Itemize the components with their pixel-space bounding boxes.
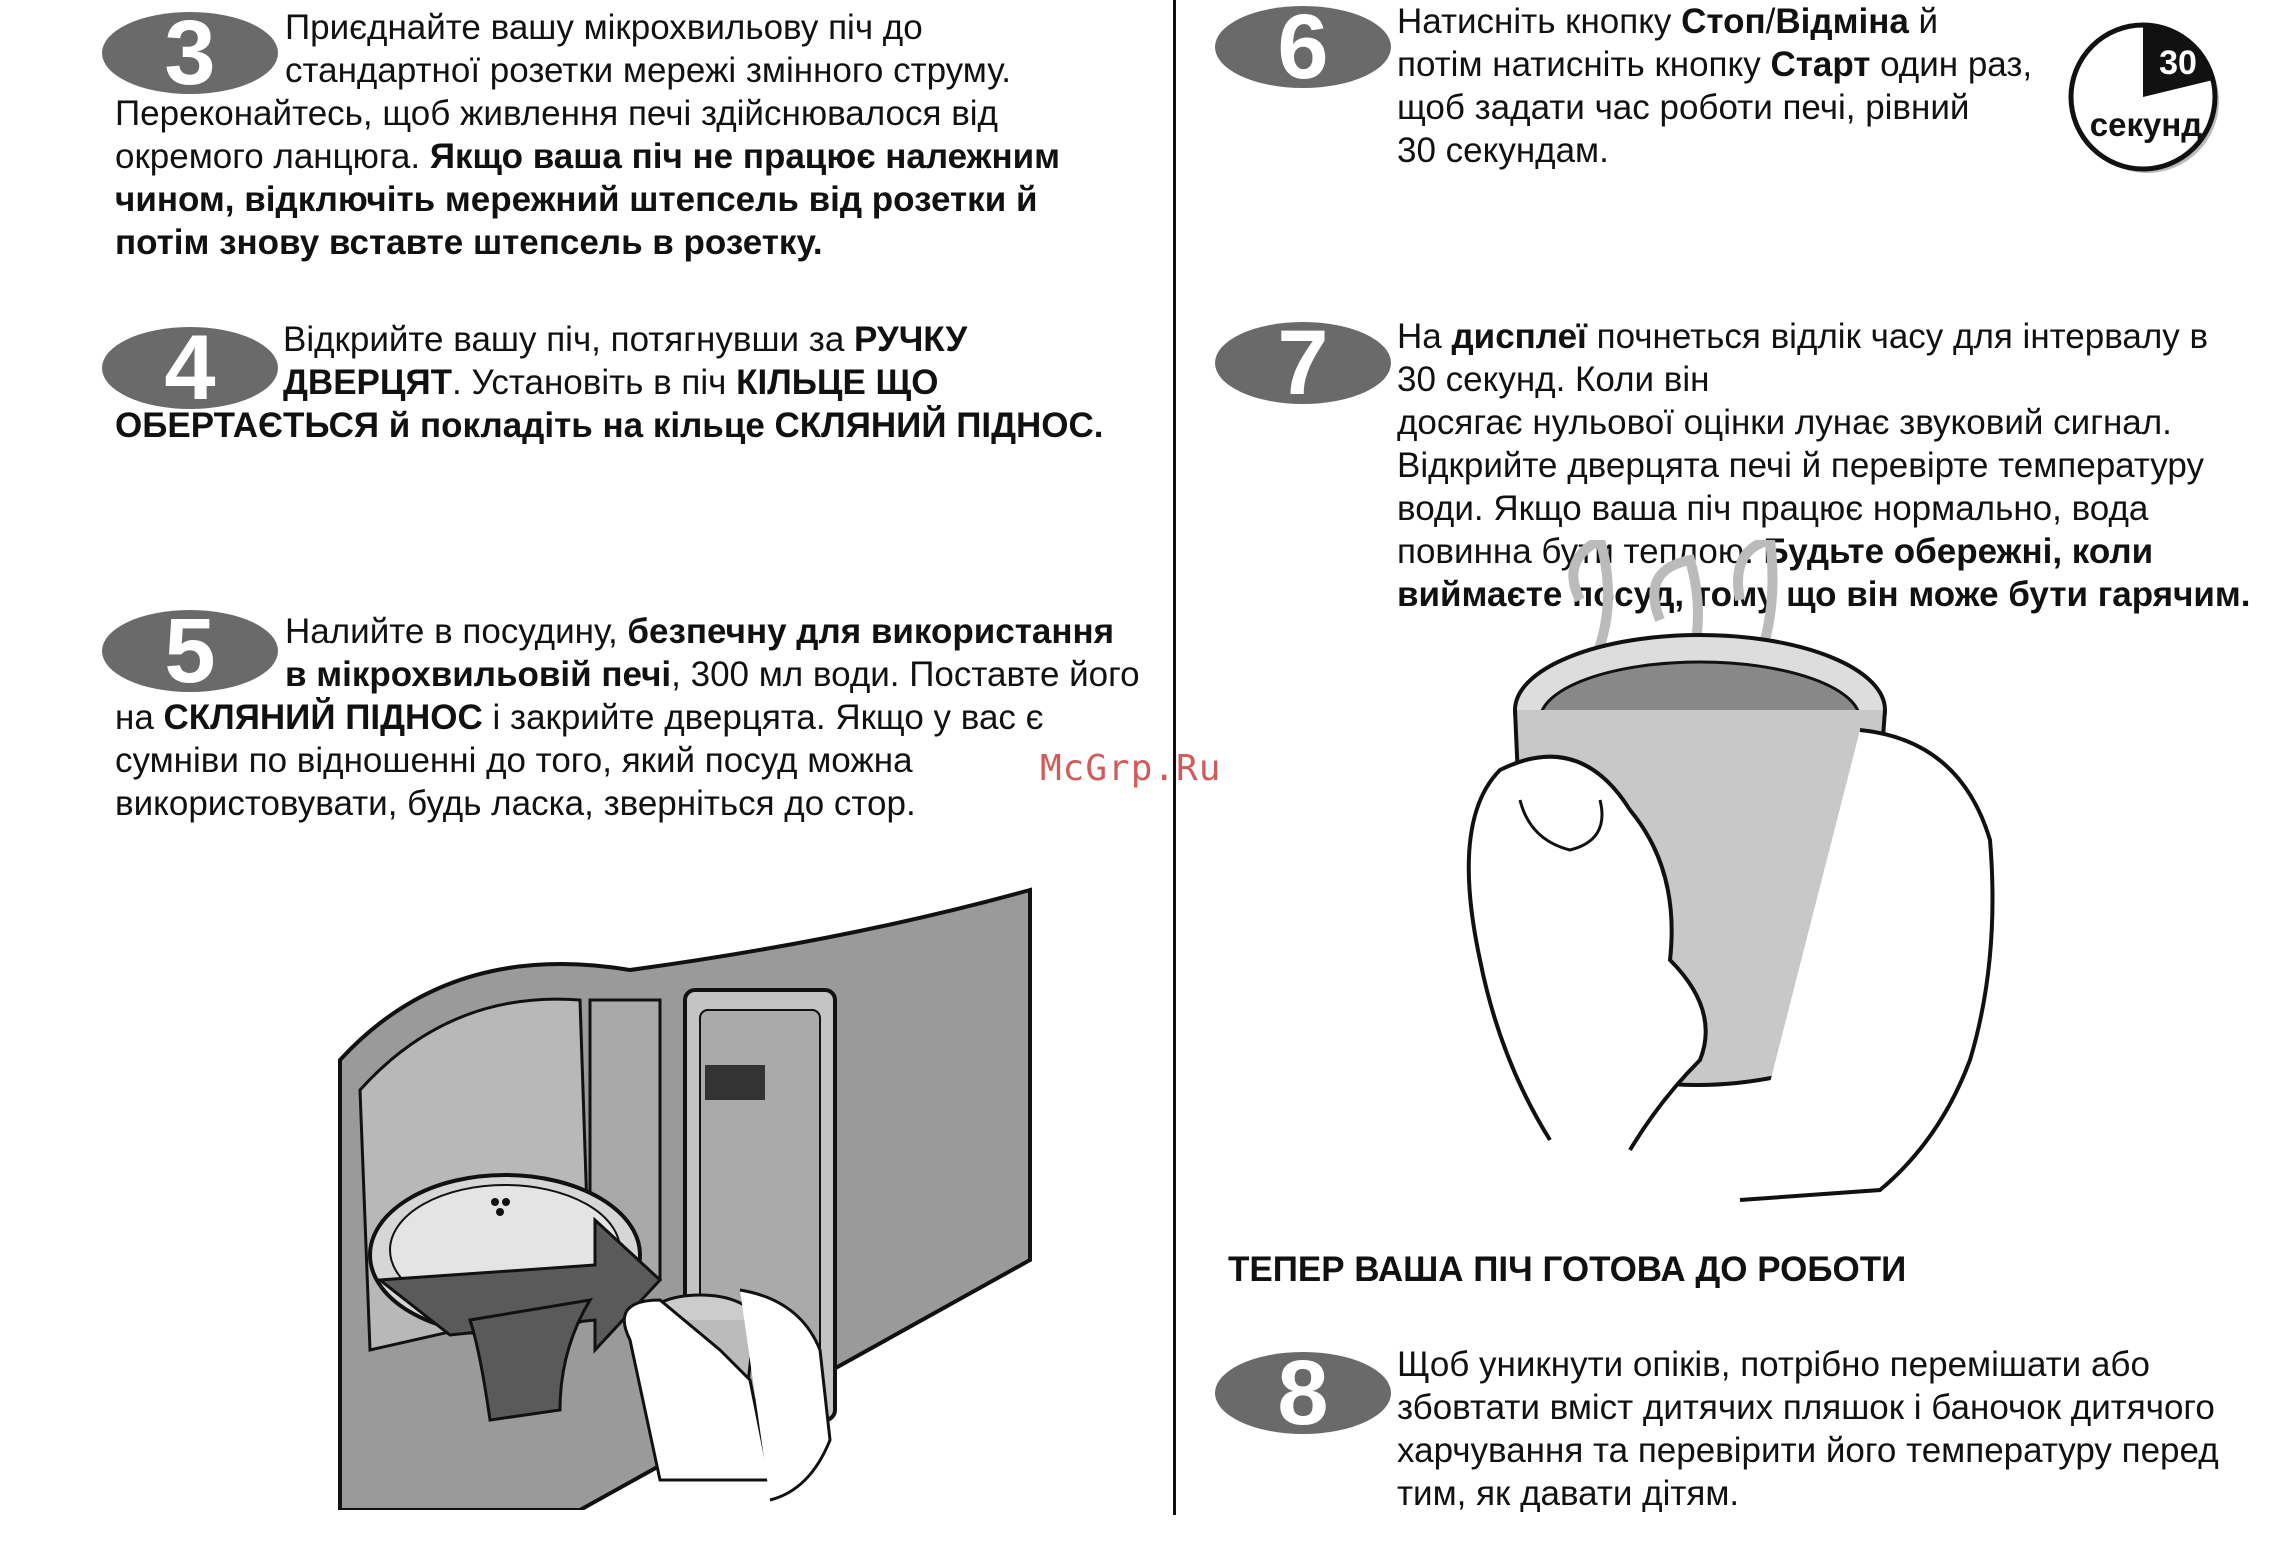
step-text-line: потім натисніть кнопку Старт один раз, <box>1397 43 2032 86</box>
ready-heading: ТЕПЕР ВАША ПІЧ ГОТОВА ДО РОБОТИ <box>1228 1250 1907 1289</box>
step-badge-4: 4 <box>100 325 280 411</box>
step-7-text: На дисплеї почнеться відлік часу для інт… <box>1397 315 2251 616</box>
step-badge-5: 5 <box>100 608 280 694</box>
text-segment: 30 секундам. <box>1397 131 1609 170</box>
text-segment: ДВЕРЦЯТ <box>283 363 453 402</box>
text-segment: харчування та перевірити його температур… <box>1397 1431 2219 1470</box>
text-segment: , 300 мл води. Поставте його <box>671 655 1140 694</box>
text-segment: води. Якщо ваша піч працює нормально, во… <box>1397 489 2149 528</box>
timer-30-seconds-icon: 30 секунд <box>2066 18 2224 176</box>
svg-text:30: 30 <box>2159 44 2197 82</box>
text-segment: і закрийте дверцята. Якщо у вас є <box>482 698 1044 737</box>
step-text-line: 30 секундам. <box>1397 129 2032 172</box>
hot-cup-hand-illustration <box>1440 532 2020 1220</box>
step-8-text: Щоб уникнути опіків, потрібно перемішати… <box>1397 1343 2219 1515</box>
text-segment: безпечну для використання <box>627 612 1115 651</box>
step-text-line: тим, як давати дітям. <box>1397 1472 2219 1515</box>
step-text-line: чином, відключіть мережний штепсель від … <box>115 178 1060 221</box>
text-segment: Відкрийте вашу піч, потягнувши за <box>283 320 855 359</box>
step-text-line: Налийте в посудину, безпечну для викорис… <box>115 610 1140 653</box>
text-segment: Будьте обережні, коли <box>1763 532 2154 571</box>
text-segment: використовувати, будь ласка, зверніться … <box>115 784 916 823</box>
step-text-line: ОБЕРТАЄТЬСЯ й покладіть на кільце СКЛЯНИ… <box>115 404 1104 447</box>
step-text-line: Переконайтесь, щоб живлення печі здійсню… <box>115 92 1060 135</box>
svg-text:7: 7 <box>1277 320 1328 406</box>
step-text-line: Натисніть кнопку Стоп/Відміна й <box>1397 0 2032 43</box>
text-segment: . Установіть в піч <box>452 363 737 402</box>
text-segment: один раз, <box>1870 45 2033 84</box>
text-segment: сумніви по відношенні до того, який посу… <box>115 741 913 780</box>
text-segment: На <box>1397 317 1452 356</box>
step-text-line: води. Якщо ваша піч працює нормально, во… <box>1397 487 2251 530</box>
text-segment: стандартної розетки мережі змінного стру… <box>285 51 1011 90</box>
column-divider <box>1173 0 1176 1515</box>
text-segment: виймаєте посуд, тому що він може бути га… <box>1397 575 2251 614</box>
text-segment: потім натисніть кнопку <box>1397 45 1771 84</box>
text-segment: ОБЕРТАЄТЬСЯ й покладіть на кільце СКЛЯНИ… <box>115 406 1104 445</box>
step-text-line: досягає нульової оцінки лунає звуковий с… <box>1397 401 2251 444</box>
svg-text:4: 4 <box>164 325 215 411</box>
text-segment: Якщо ваша піч не працює належним <box>429 137 1061 176</box>
svg-text:8: 8 <box>1277 1350 1328 1436</box>
svg-text:секунд: секунд <box>2090 106 2203 143</box>
text-segment: Приєднайте вашу мікрохвильову піч до <box>285 8 923 47</box>
text-segment: чином, відключіть мережний штепсель від … <box>115 180 1038 219</box>
step-3-text: Приєднайте вашу мікрохвильову піч до стан… <box>115 6 1060 264</box>
text-segment: Відкрийте дверцята печі й перевірте темп… <box>1397 446 2204 485</box>
step-text-line: 30 секунд. Коли він <box>1397 358 2251 401</box>
text-segment: тим, як давати дітям. <box>1397 1474 1740 1513</box>
text-segment: щоб задати час роботи печі, рівний <box>1397 88 1970 127</box>
step-text-line: використовувати, будь ласка, зверніться … <box>115 782 1140 825</box>
svg-text:6: 6 <box>1277 4 1328 90</box>
text-segment: СКЛЯНИЙ ПІДНОС <box>163 698 483 737</box>
text-segment: РУЧКУ <box>854 320 968 359</box>
step-text-line: окремого ланцюга. Якщо ваша піч не працю… <box>115 135 1060 178</box>
step-text-line: в мікрохвильовій печі, 300 мл води. Пост… <box>115 653 1140 696</box>
text-segment: потім знову вставте штепсель в розетку. <box>115 223 823 262</box>
text-segment: / <box>1765 2 1776 41</box>
text-segment: Старт <box>1770 45 1871 84</box>
text-segment: окремого ланцюга. <box>115 137 430 176</box>
step-text-line: на СКЛЯНИЙ ПІДНОС і закрийте дверцята. Я… <box>115 696 1140 739</box>
text-segment: дисплеї <box>1451 317 1587 356</box>
text-segment: почнеться відлік часу для інтервалу в <box>1586 317 2209 356</box>
step-text-line: щоб задати час роботи печі, рівний <box>1397 86 2032 129</box>
text-segment: досягає нульової оцінки лунає звуковий с… <box>1397 403 2172 442</box>
text-segment: Переконайтесь, щоб живлення печі здійсню… <box>115 94 998 133</box>
svg-text:5: 5 <box>164 608 215 694</box>
svg-text:3: 3 <box>164 10 215 96</box>
step-text-line: Відкрийте дверцята печі й перевірте темп… <box>1397 444 2251 487</box>
step-text-line: харчування та перевірити його температур… <box>1397 1429 2219 1472</box>
text-segment: Налийте в посудину, <box>285 612 628 651</box>
step-text-line: ДВЕРЦЯТ. Установіть в піч КІЛЬЦЕ ЩО <box>115 361 1104 404</box>
step-text-line: Відкрийте вашу піч, потягнувши за РУЧКУ <box>115 318 1104 361</box>
step-text-line: Щоб уникнути опіків, потрібно перемішати… <box>1397 1343 2219 1386</box>
step-5-text: Налийте в посудину, безпечну для викорис… <box>115 610 1140 825</box>
text-segment: КІЛЬЦЕ ЩО <box>736 363 939 402</box>
step-text-line: потім знову вставте штепсель в розетку. <box>115 221 1060 264</box>
text-segment: Відміна <box>1775 2 1909 41</box>
text-segment: на <box>115 698 164 737</box>
step-text-line: Приєднайте вашу мікрохвильову піч до <box>115 6 1060 49</box>
step-badge-3: 3 <box>100 10 280 96</box>
step-badge-6: 6 <box>1213 4 1393 90</box>
watermark: McGrp.Ru <box>1040 748 1222 789</box>
microwave-illustration <box>330 880 1050 1512</box>
step-text-line: стандартної розетки мережі змінного стру… <box>115 49 1060 92</box>
text-segment: збовтати вміст дитячих пляшок і баночок … <box>1397 1388 2215 1427</box>
text-segment: в мікрохвильовій печі <box>285 655 672 694</box>
step-text-line: виймаєте посуд, тому що він може бути га… <box>1397 573 2251 616</box>
step-badge-8: 8 <box>1213 1350 1393 1436</box>
text-segment: й <box>1908 2 1939 41</box>
step-text-line: На дисплеї почнеться відлік часу для інт… <box>1397 315 2251 358</box>
text-segment: 30 секунд. Коли він <box>1397 360 1710 399</box>
text-segment: Стоп <box>1681 2 1766 41</box>
text-segment: Натисніть кнопку <box>1397 2 1682 41</box>
step-text-line: збовтати вміст дитячих пляшок і баночок … <box>1397 1386 2219 1429</box>
text-segment: Щоб уникнути опіків, потрібно перемішати… <box>1397 1345 2150 1384</box>
step-badge-7: 7 <box>1213 320 1393 406</box>
step-text-line: сумніви по відношенні до того, який посу… <box>115 739 1140 782</box>
